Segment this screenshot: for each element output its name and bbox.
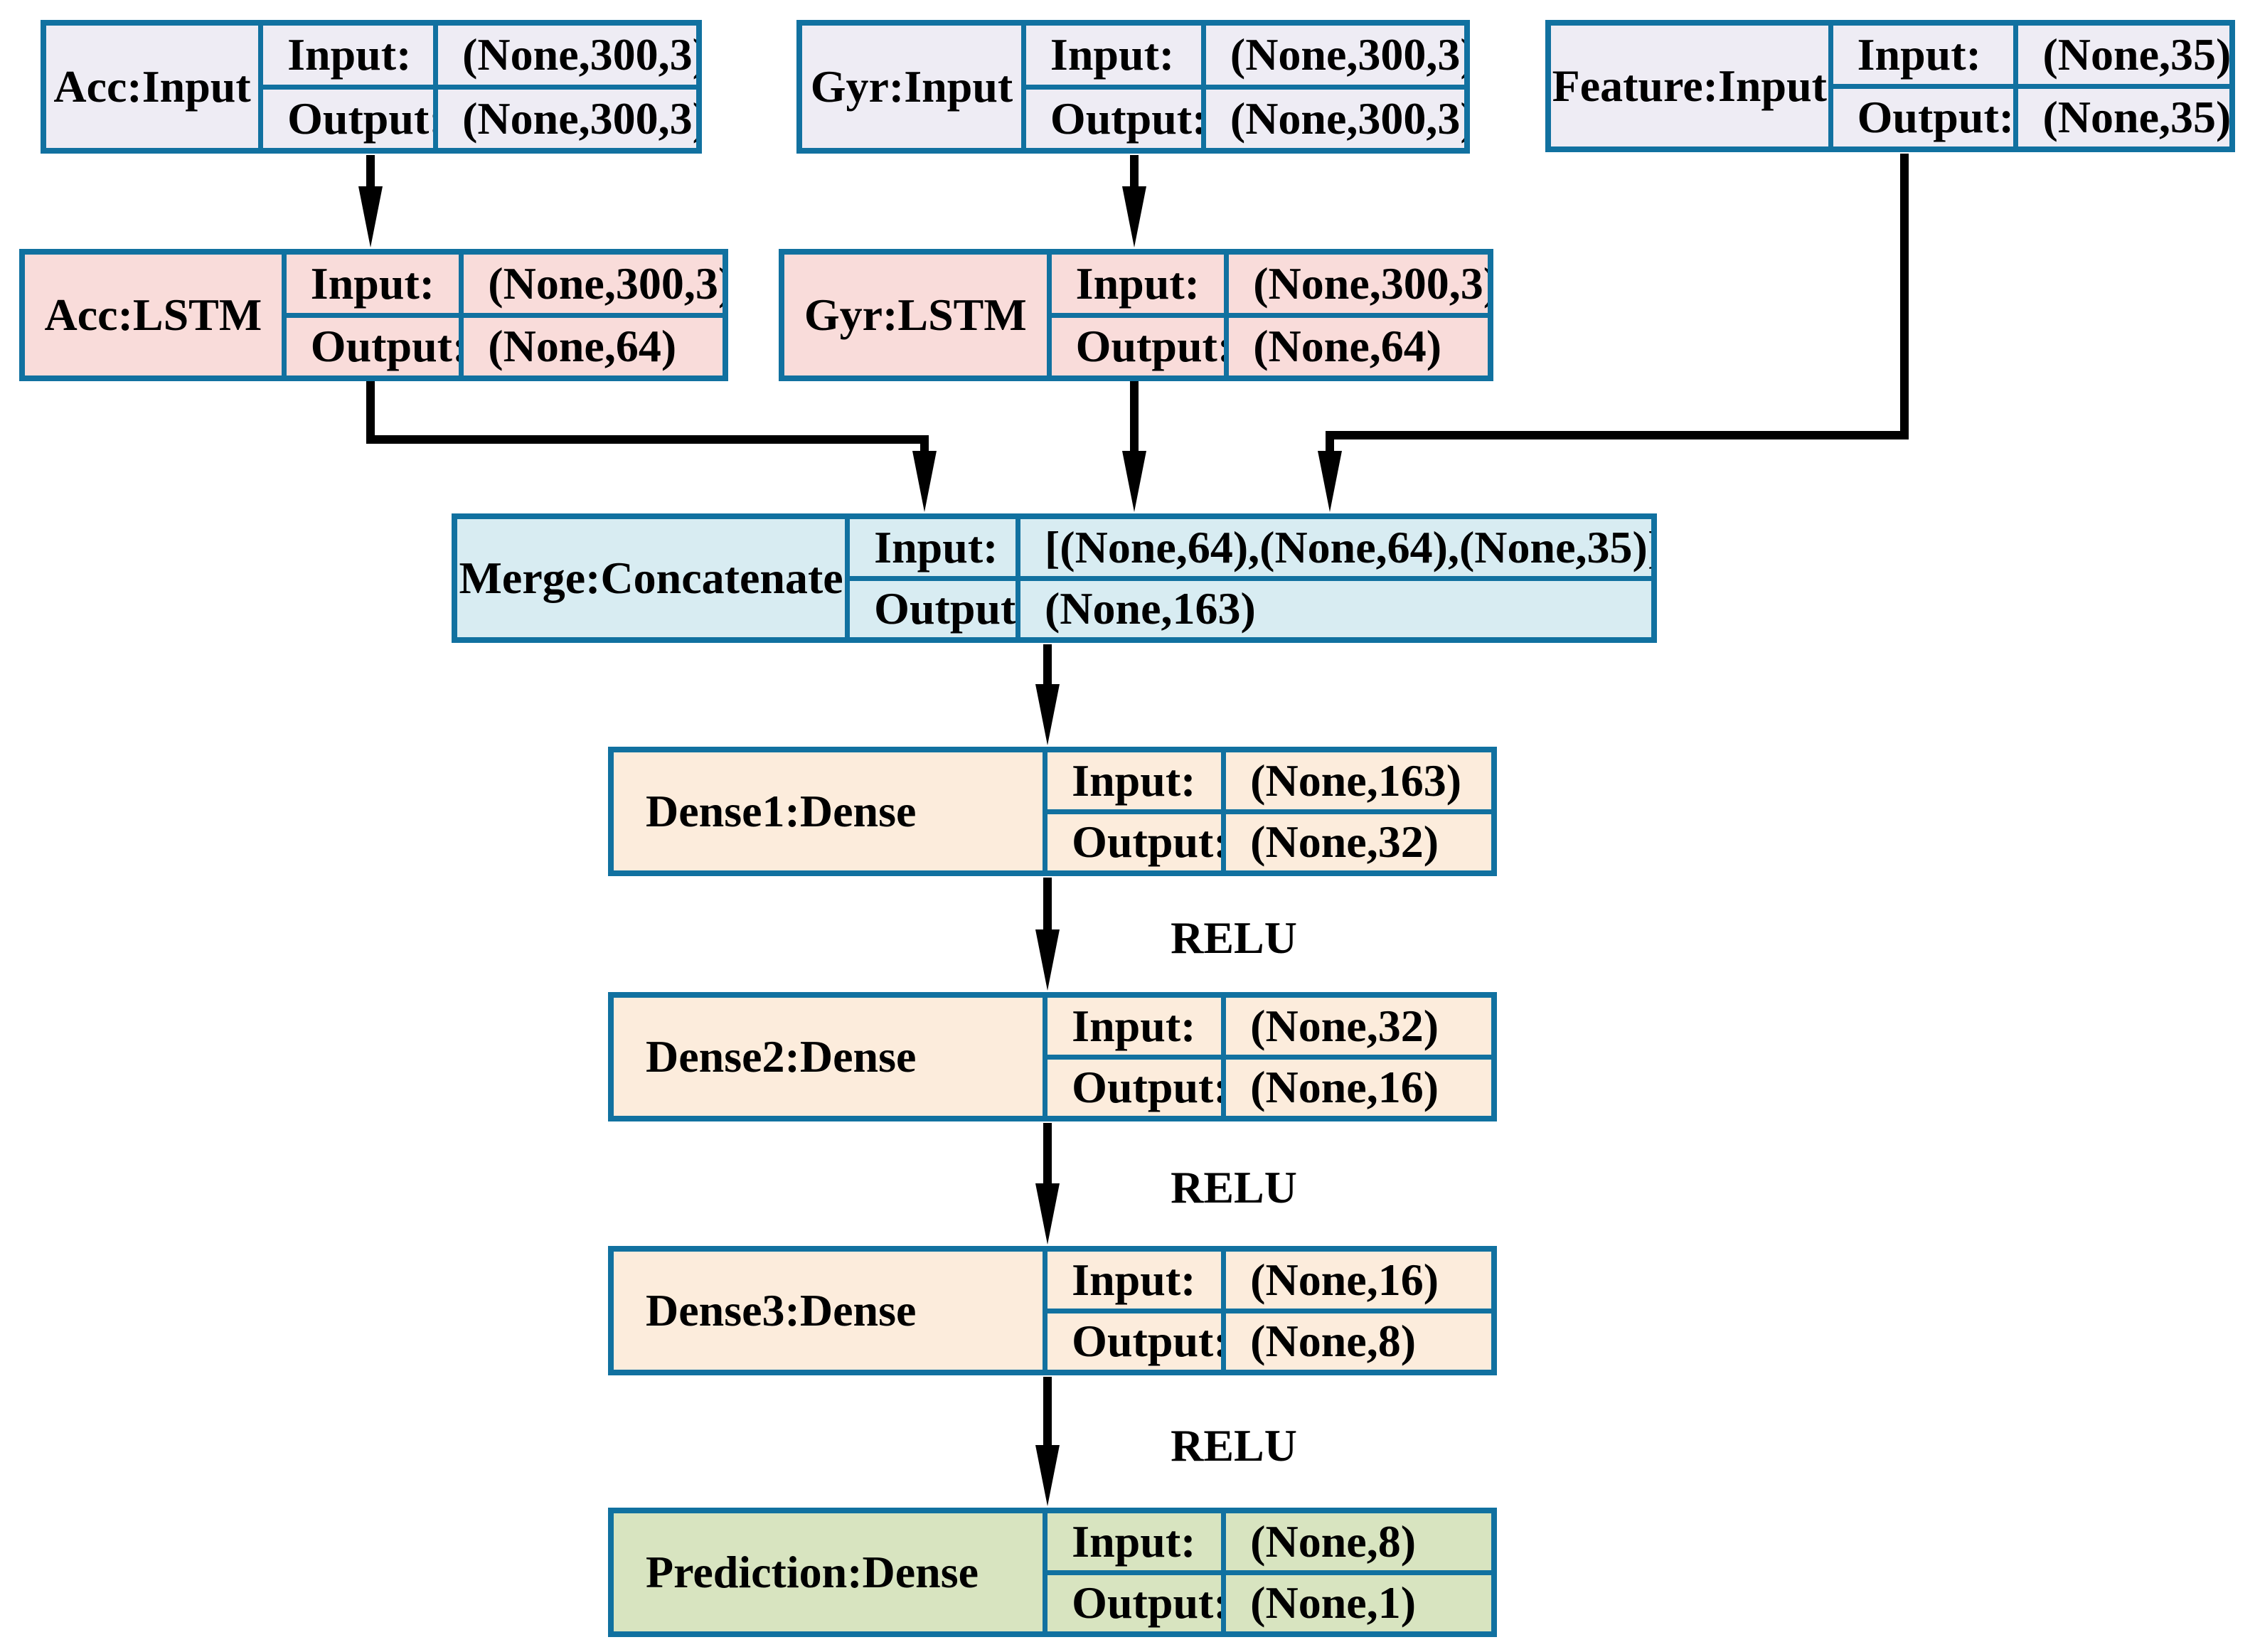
output-shape: (None,163) [1020, 580, 1651, 637]
node-title: Gyr:LSTM [784, 255, 1047, 375]
input-shape: (None,300,3) [1205, 26, 1464, 85]
node-dense1: Dense1:Dense Input: (None,163) Output: (… [608, 747, 1497, 876]
node-feature-input: Feature:Input Input: (None,35) Output: (… [1545, 20, 2235, 152]
node-dense3: Dense3:Dense Input: (None,16) Output: (N… [608, 1246, 1497, 1375]
input-label: Input: [1047, 998, 1222, 1055]
node-prediction: Prediction:Dense Input: (None,8) Output:… [608, 1508, 1497, 1637]
output-label: Output: [263, 89, 434, 148]
node-acc-lstm: Acc:LSTM Input: (None,300,3) Output: (No… [19, 249, 728, 381]
input-label: Input: [1047, 1513, 1222, 1570]
input-label: Input: [1047, 1252, 1222, 1309]
output-label: Output: [1047, 1059, 1222, 1116]
input-label: Input: [1047, 752, 1222, 809]
output-shape: (None,8) [1226, 1313, 1491, 1370]
input-label: Input: [286, 255, 459, 313]
arrow-dense2-to-dense3 [1035, 1123, 1060, 1245]
activation-label-relu-3: RELU [1171, 1420, 1297, 1471]
node-title: Dense2:Dense [614, 998, 1043, 1116]
node-title: Dense3:Dense [614, 1252, 1043, 1370]
arrow-dense1-to-dense2 [1035, 878, 1060, 991]
output-label: Output: [286, 317, 459, 375]
input-shape: (None,300,3) [1229, 255, 1488, 313]
output-label: Output: [1047, 1574, 1222, 1631]
output-shape: (None,1) [1226, 1574, 1491, 1631]
output-shape: (None,32) [1226, 814, 1491, 870]
output-shape: (None,35) [2018, 88, 2229, 146]
node-merge-concatenate: Merge:Concatenate Input: [(None,64),(Non… [452, 513, 1657, 643]
node-title: Merge:Concatenate [457, 519, 846, 637]
node-title: Acc:LSTM [25, 255, 282, 375]
output-label: Output: [1025, 89, 1201, 148]
node-title: Gyr:Input [802, 26, 1021, 148]
node-gyr-lstm: Gyr:LSTM Input: (None,300,3) Output: (No… [779, 249, 1493, 381]
output-label: Output: [1051, 317, 1225, 375]
input-label: Input: [850, 519, 1015, 576]
arrow-dense3-to-prediction [1035, 1377, 1060, 1506]
output-shape: (None,300,3) [438, 89, 696, 148]
node-acc-input: Acc:Input Input: (None,300,3) Output: (N… [41, 20, 702, 154]
node-title: Prediction:Dense [614, 1513, 1043, 1631]
output-label: Output: [1833, 88, 2014, 146]
input-shape: [(None,64),(None,64),(None,35)] [1020, 519, 1651, 576]
node-dense2: Dense2:Dense Input: (None,32) Output: (N… [608, 992, 1497, 1121]
arrow-merge-to-dense1 [1035, 644, 1060, 745]
input-shape: (None,16) [1226, 1252, 1491, 1309]
input-shape: (None,8) [1226, 1513, 1491, 1570]
arrow-gyr-input-to-gyr-lstm [1122, 155, 1146, 247]
output-shape: (None,300,3) [1205, 89, 1464, 148]
arrow-feature-input-to-merge [1318, 154, 1909, 512]
output-label: Output: [850, 580, 1015, 637]
node-title: Feature:Input [1551, 26, 1828, 146]
output-shape: (None,64) [1229, 317, 1488, 375]
arrow-acc-lstm-to-merge [366, 381, 937, 512]
input-shape: (None,300,3) [464, 255, 723, 313]
input-shape: (None,35) [2018, 26, 2229, 84]
input-shape: (None,32) [1226, 998, 1491, 1055]
node-title: Dense1:Dense [614, 752, 1043, 870]
output-shape: (None,64) [464, 317, 723, 375]
input-label: Input: [1051, 255, 1225, 313]
input-shape: (None,163) [1226, 752, 1491, 809]
output-label: Output: [1047, 1313, 1222, 1370]
input-label: Input: [1833, 26, 2014, 84]
output-label: Output: [1047, 814, 1222, 870]
input-label: Input: [263, 26, 434, 85]
node-gyr-input: Gyr:Input Input: (None,300,3) Output: (N… [796, 20, 1470, 154]
output-shape: (None,16) [1226, 1059, 1491, 1116]
arrow-gyr-lstm-to-merge [1122, 381, 1146, 512]
input-label: Input: [1025, 26, 1201, 85]
node-title: Acc:Input [46, 26, 259, 148]
activation-label-relu-2: RELU [1171, 1162, 1297, 1213]
input-shape: (None,300,3) [438, 26, 696, 85]
arrow-acc-input-to-acc-lstm [358, 155, 383, 247]
activation-label-relu-1: RELU [1171, 912, 1297, 963]
